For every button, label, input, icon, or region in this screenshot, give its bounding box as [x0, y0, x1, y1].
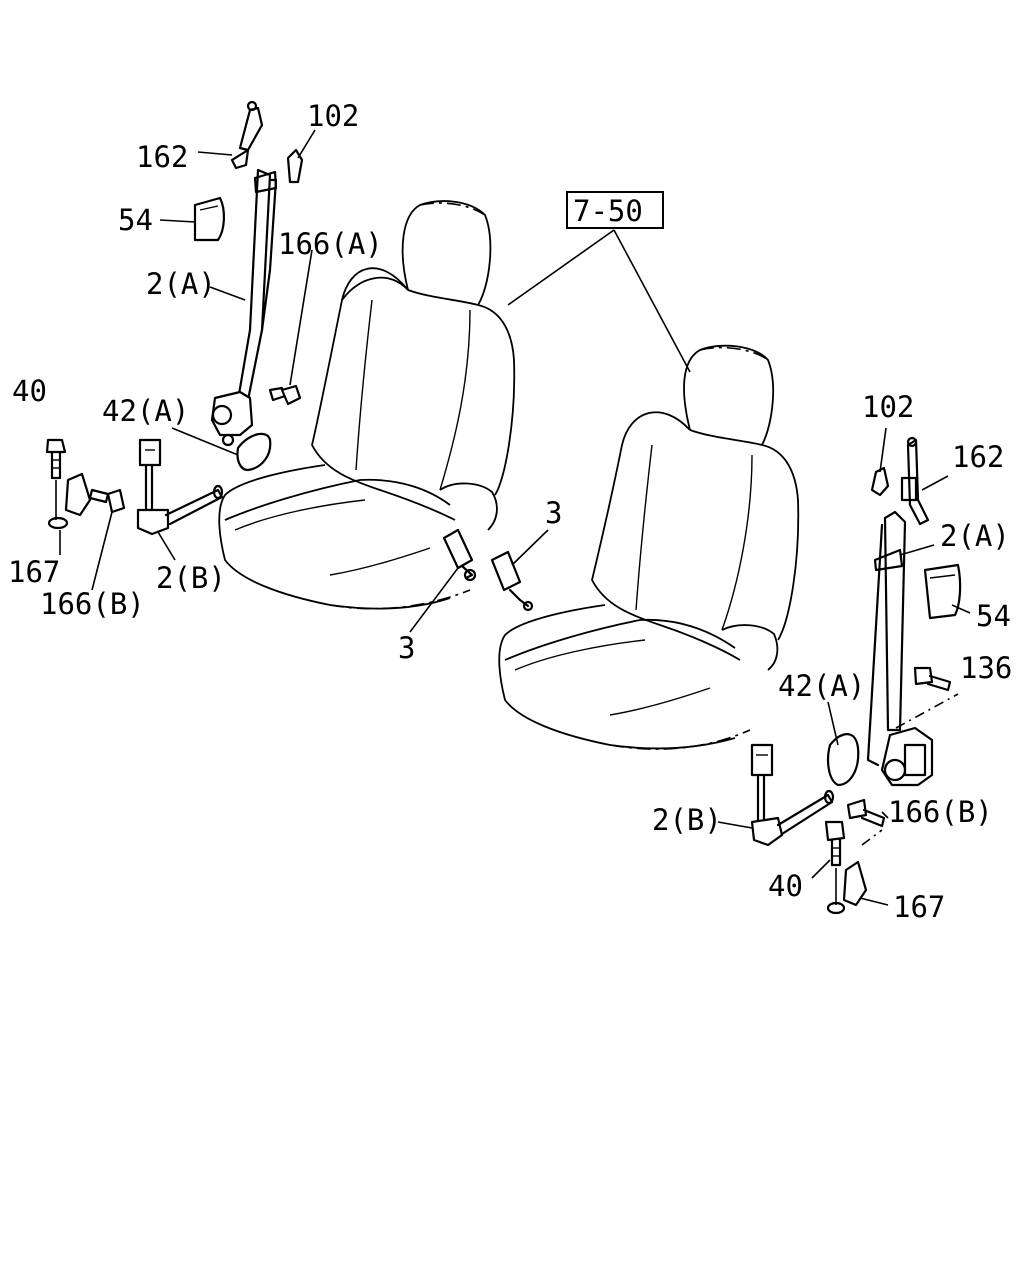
label-right-136: 136 [960, 651, 1012, 685]
label-right-2b: 2(B) [652, 803, 722, 837]
label-left-166a: 166(A) [278, 227, 383, 261]
label-right-166b: 166(B) [888, 795, 993, 829]
label-left-2a: 2(A) [146, 267, 216, 301]
label-left-162: 162 [136, 140, 188, 174]
label-left-102: 102 [307, 99, 359, 133]
label-right-102: 102 [862, 390, 914, 424]
label-right-40: 40 [768, 869, 803, 903]
left-belt-assembly [45, 100, 477, 582]
label-right-54: 54 [976, 599, 1011, 633]
leader-lines [59, 129, 971, 906]
label-right-2a: 2(A) [940, 519, 1010, 553]
label-left-40: 40 [12, 374, 47, 408]
label-right-3: 3 [545, 496, 562, 530]
label-right-167: 167 [893, 890, 945, 924]
label-left-167: 167 [8, 555, 60, 589]
label-left-3: 3 [398, 631, 415, 665]
label-left-166b: 166(B) [40, 587, 145, 621]
reference-box-label: 7-50 [573, 194, 643, 228]
label-left-42a: 42(A) [102, 394, 189, 428]
label-left-2b: 2(B) [156, 561, 226, 595]
reference-callout: 7-50 [507, 191, 691, 373]
label-right-42a: 42(A) [778, 669, 865, 703]
part-number-labels: 162 102 54 166(A) 2(A) 40 42(A) 167 166(… [8, 99, 1012, 924]
left-seat [218, 200, 516, 610]
label-left-54: 54 [118, 203, 153, 237]
label-right-162: 162 [952, 440, 1004, 474]
right-seat [498, 344, 800, 750]
